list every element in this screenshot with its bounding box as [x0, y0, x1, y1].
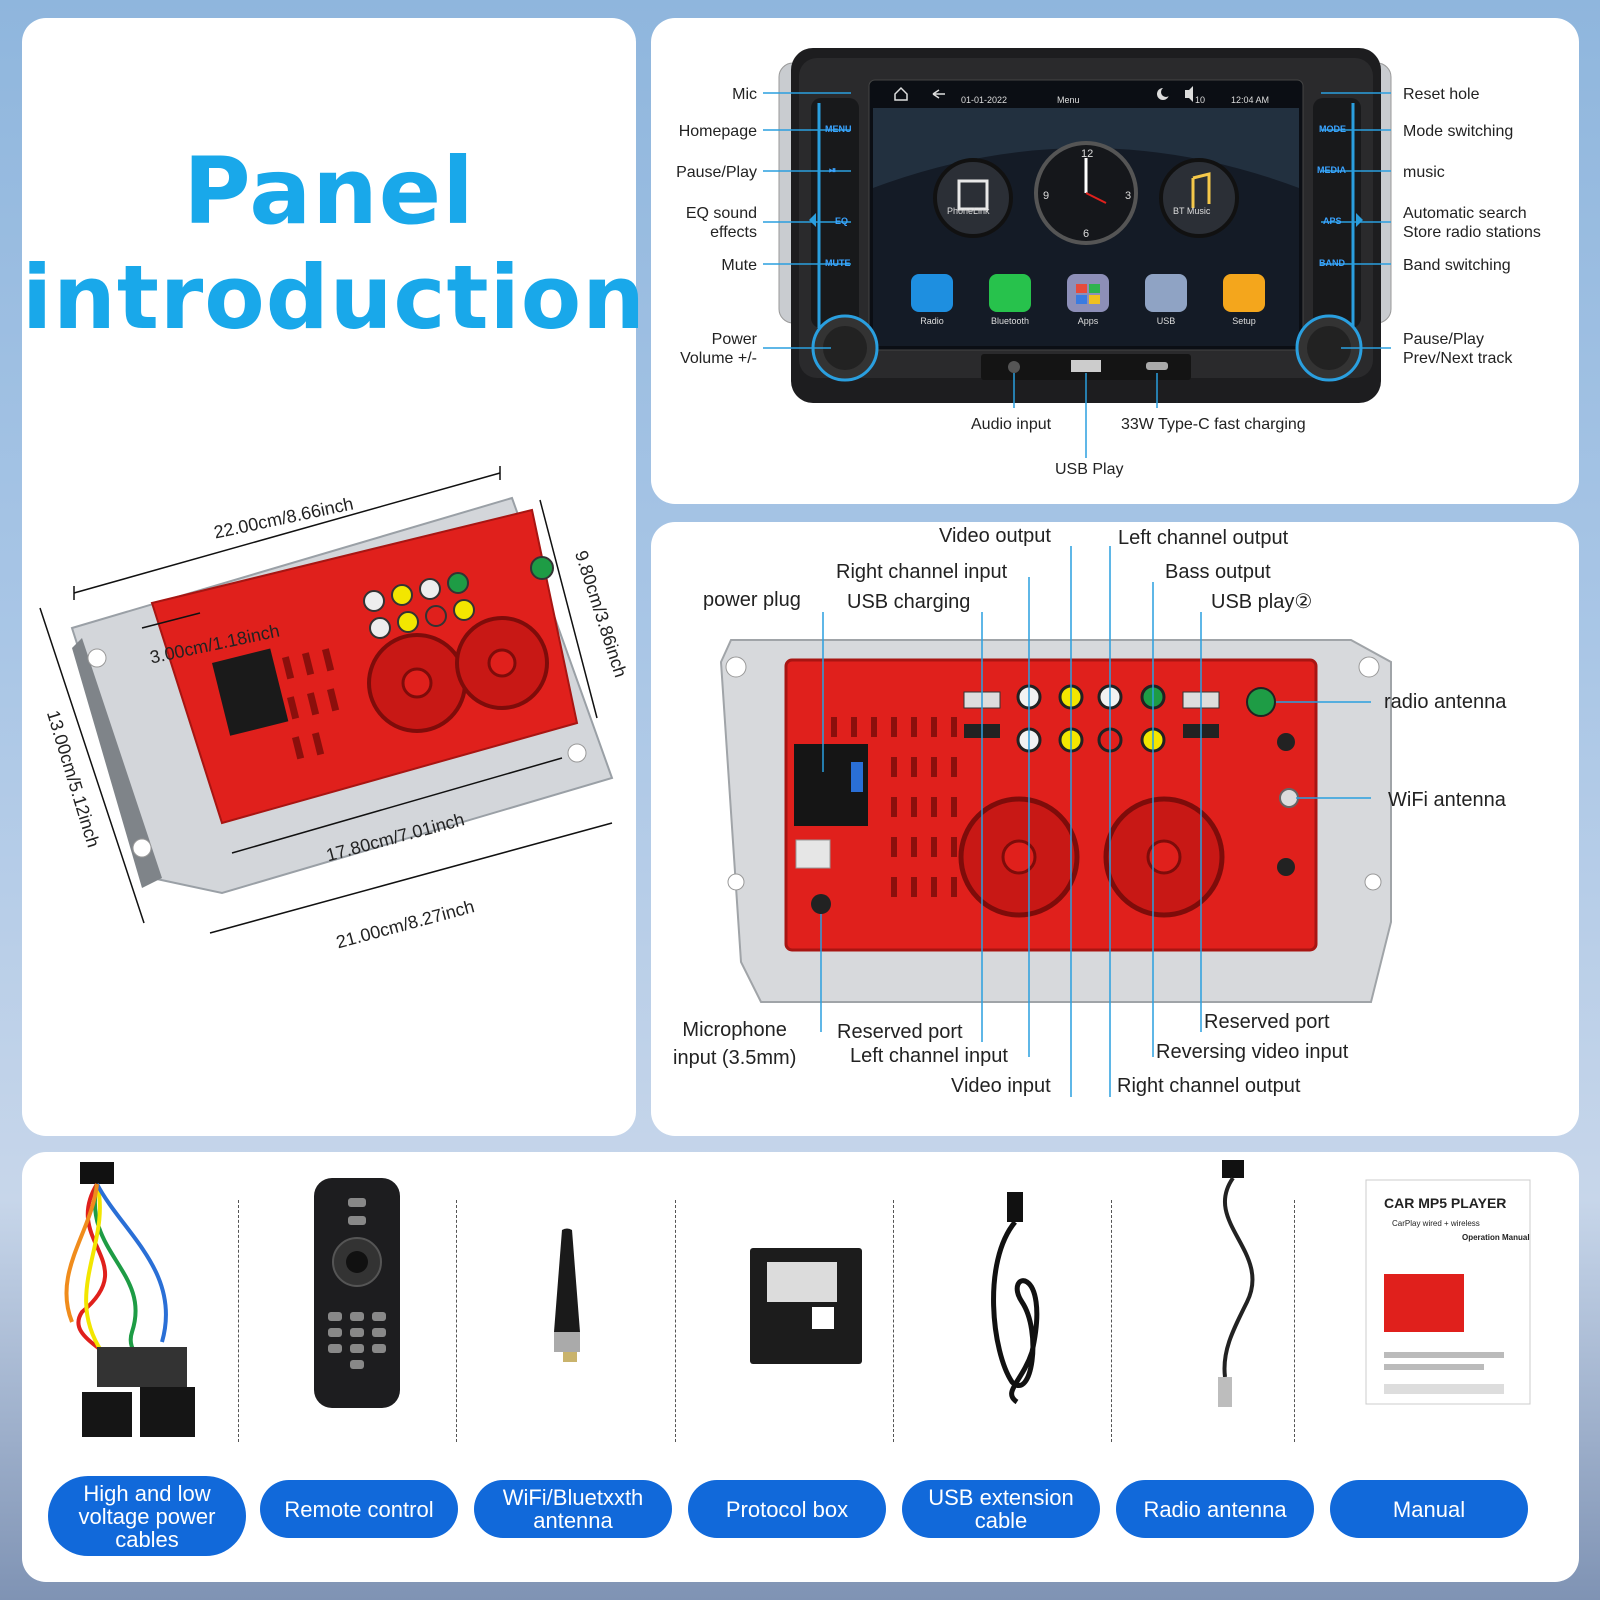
accessory-power-cables: High and low voltage power cables	[48, 1476, 246, 1556]
app-radio[interactable]: Radio	[920, 316, 944, 326]
power-cable-image	[64, 1162, 195, 1437]
label-prev-next: Pause/Play Prev/Next track	[1403, 331, 1513, 367]
front-panel-illustration	[763, 48, 1392, 458]
label-reset-hole: Reset hole	[1403, 86, 1480, 103]
side-unit-illustration	[39, 466, 614, 934]
label-mode-switching: Mode switching	[1403, 123, 1514, 140]
label-power-volume: Power Volume +/-	[680, 331, 757, 367]
eq-button[interactable]: EQ	[835, 216, 849, 226]
accessory-manual: Manual	[1330, 1480, 1528, 1538]
protocol-box-image	[750, 1248, 862, 1364]
mode-button[interactable]: MODE	[1319, 124, 1346, 134]
wifi-antenna-image	[554, 1228, 580, 1362]
label-power-plug: power plug	[703, 589, 801, 611]
manual-section: Operation Manual	[1462, 1233, 1530, 1242]
label-right-channel-input: Right channel input	[836, 561, 1008, 583]
front-panel-card: 01-01-2022 Menu 10 12:04 AM PhoneLink BT…	[651, 18, 1579, 504]
screen-volume: 10	[1195, 95, 1206, 105]
label-mic: Mic	[732, 86, 757, 103]
divider	[456, 1200, 457, 1442]
accessory-usb-extension: USB extension cable	[902, 1480, 1100, 1538]
label-mute: Mute	[721, 257, 757, 274]
widget-phonelink-label: PhoneLink	[947, 206, 990, 216]
manual-image	[1365, 1179, 1531, 1405]
label-microphone-input: Microphone input (3.5mm)	[673, 1019, 797, 1069]
divider	[1294, 1200, 1295, 1442]
label-bass-output: Bass output	[1165, 561, 1271, 583]
accessory-protocol-box: Protocol box	[688, 1480, 886, 1538]
label-left-channel-output: Left channel output	[1118, 527, 1289, 549]
media-button[interactable]: MEDIA	[1317, 165, 1346, 175]
label-eq: EQ sound effects	[685, 205, 757, 241]
accessory-wifi-antenna: WiFi/Bluetxxth antenna	[474, 1480, 672, 1538]
app-apps[interactable]: Apps	[1077, 316, 1099, 326]
label-wifi-antenna: WiFi antenna	[1388, 789, 1506, 811]
divider	[238, 1200, 239, 1442]
clock-number-6: 6	[1083, 228, 1090, 240]
label-pause-play: Pause/Play	[676, 164, 757, 181]
accessory-remote-control: Remote control	[260, 1480, 458, 1538]
label-right-channel-output: Right channel output	[1117, 1075, 1301, 1097]
title-line-1: Panel	[183, 138, 475, 245]
divider	[893, 1200, 894, 1442]
label-auto-search: Automatic search Store radio stations	[1403, 205, 1541, 241]
label-audio-input: Audio input	[971, 416, 1052, 433]
label-homepage: Homepage	[678, 123, 757, 140]
label-left-channel-input: Left channel input	[850, 1045, 1008, 1067]
rear-panel-illustration	[719, 546, 1392, 1097]
widget-btmusic-label: BT Music	[1173, 206, 1211, 216]
accessory-radio-antenna: Radio antenna	[1116, 1480, 1314, 1538]
label-reserved-port-left: Reserved port	[837, 1021, 963, 1043]
title-card: Panel introduction	[22, 18, 646, 1136]
app-usb[interactable]: USB	[1156, 316, 1176, 326]
label-reversing-video-input: Reversing video input	[1156, 1041, 1349, 1063]
band-button[interactable]: BAND	[1319, 258, 1345, 268]
clock-number-3: 3	[1125, 190, 1132, 202]
accessories-illustration	[64, 1160, 1531, 1437]
app-bluetooth[interactable]: Bluetooth	[990, 316, 1030, 326]
aps-button[interactable]: APS	[1323, 216, 1342, 226]
accessories-card: CAR MP5 PLAYER CarPlay wired + wireless …	[22, 1152, 1579, 1582]
clock-number-9: 9	[1043, 190, 1050, 202]
label-usb-play-2: USB play②	[1211, 591, 1313, 613]
rear-panel-card: Video output Left channel output Right c…	[651, 522, 1579, 1136]
pause-play-button[interactable]: ⏯	[829, 165, 837, 175]
remote-control-image	[314, 1178, 400, 1408]
screen-time: 12:04 AM	[1231, 95, 1270, 105]
app-setup[interactable]: Setup	[1232, 316, 1256, 326]
label-radio-antenna: radio antenna	[1384, 691, 1507, 713]
label-music: music	[1403, 164, 1445, 181]
manual-title: CAR MP5 PLAYER	[1384, 1195, 1507, 1211]
screen-menu-title: Menu	[1057, 95, 1080, 105]
label-band-switching: Band switching	[1403, 257, 1511, 274]
label-video-input: Video input	[951, 1075, 1051, 1097]
menu-button[interactable]: MENU	[825, 124, 852, 134]
screen-date: 01-01-2022	[961, 95, 1008, 105]
label-usb-charging: USB charging	[847, 591, 971, 613]
usb-cable-image	[991, 1192, 1040, 1405]
manual-subtitle: CarPlay wired + wireless	[1392, 1219, 1480, 1228]
clock-number-12: 12	[1081, 148, 1094, 160]
mute-button[interactable]: MUTE	[825, 258, 851, 268]
label-typec: 33W Type-C fast charging	[1121, 416, 1306, 433]
label-video-output: Video output	[939, 525, 1051, 547]
divider	[1111, 1200, 1112, 1442]
title-line-2: introduction	[22, 246, 646, 349]
radio-antenna-image	[1218, 1160, 1255, 1407]
label-reserved-port-right: Reserved port	[1204, 1011, 1330, 1033]
label-usb-play: USB Play	[1055, 461, 1124, 478]
divider	[675, 1200, 676, 1442]
